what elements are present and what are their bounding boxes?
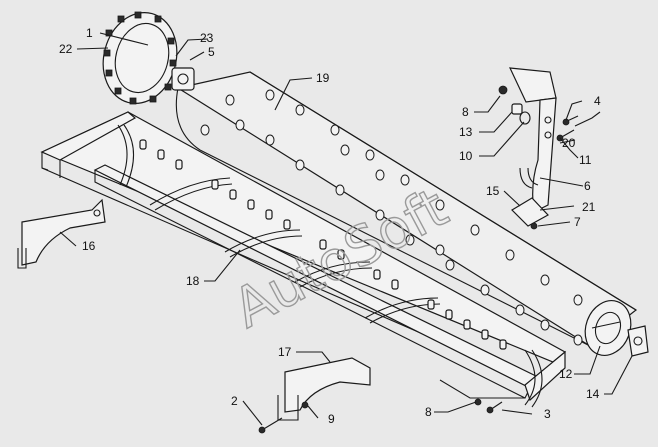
callout-8-upper: 8 [462,105,469,119]
bottom-bracket [258,357,503,434]
callout-19: 19 [316,71,330,85]
callout-11: 11 [579,153,592,167]
callout-3: 3 [544,407,551,421]
callout-12: 12 [559,367,573,381]
callout-labels: 1 2 3 4 5 6 7 8 8 9 10 11 12 13 14 15 16… [59,26,601,426]
callout-18: 18 [186,274,200,288]
callout-22: 22 [59,42,73,56]
callout-14: 14 [586,387,600,401]
callout-20: 20 [562,136,576,150]
callout-7: 7 [574,215,581,229]
callout-16: 16 [82,239,96,253]
spiked-wheel [102,11,195,105]
callout-4: 4 [594,94,601,108]
right-bracket-assembly [498,67,579,230]
callout-8-lower: 8 [425,405,432,419]
callout-9: 9 [328,412,335,426]
leader-lines [59,32,633,426]
callout-10: 10 [459,149,473,163]
left-bracket [17,198,106,269]
callout-23: 23 [200,31,214,45]
callout-17: 17 [278,345,292,359]
end-disc-assembly [584,300,649,357]
callout-1: 1 [86,26,93,40]
callout-5: 5 [208,45,215,59]
main-frame [40,111,567,408]
callout-2: 2 [231,394,238,408]
callout-6: 6 [584,179,591,193]
callout-21: 21 [582,200,596,214]
callout-15: 15 [486,184,500,198]
callout-13: 13 [459,125,473,139]
roller-drum [175,71,638,347]
